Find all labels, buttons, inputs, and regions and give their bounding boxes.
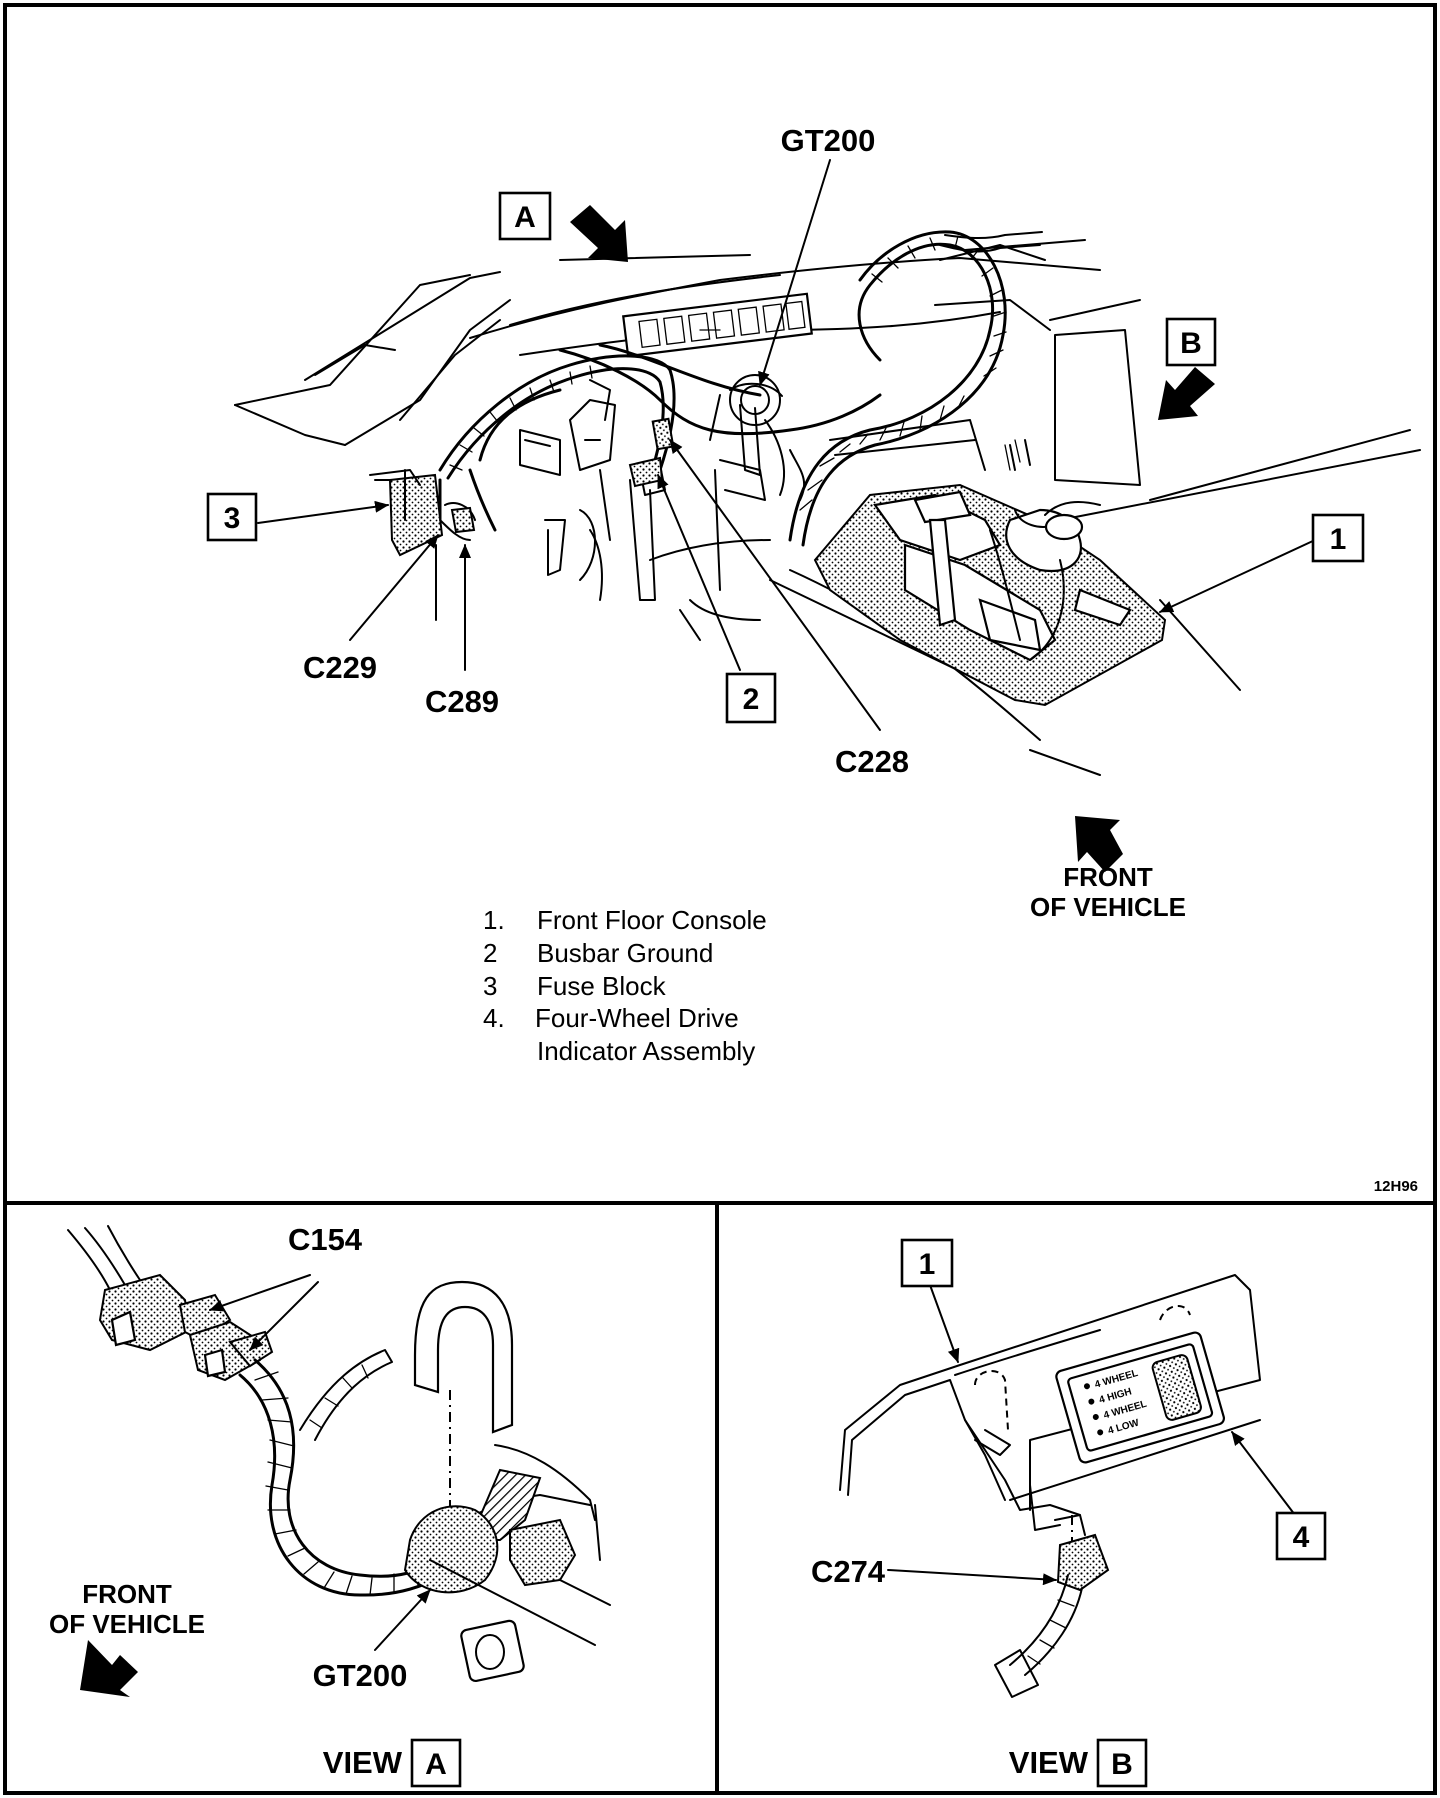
callout-gt200-view-a: GT200 xyxy=(313,1658,408,1693)
svg-text:B: B xyxy=(1111,1748,1133,1781)
legend-item: 1. Front Floor Console xyxy=(483,905,767,935)
svg-text:Busbar Ground: Busbar Ground xyxy=(537,938,713,968)
number-box-1-view-b: 1 xyxy=(900,1238,954,1288)
svg-text:A: A xyxy=(514,201,536,234)
legend: 1. Front Floor Console 2 Busbar Ground 3… xyxy=(483,905,767,1066)
legend-item: 3 Fuse Block xyxy=(483,971,667,1001)
front-of-vehicle-view-a: FRONT OF VEHICLE xyxy=(49,1579,205,1639)
view-box-a-top: A xyxy=(498,191,552,241)
legend-item: 4. Four-Wheel Drive xyxy=(483,1003,739,1033)
number-box-2-top: 2 xyxy=(725,672,777,724)
front-of-vehicle-top: FRONT OF VEHICLE xyxy=(1030,862,1186,922)
svg-text:VIEW: VIEW xyxy=(323,1745,403,1780)
panel-frames xyxy=(3,3,1437,1795)
svg-text:Fuse Block: Fuse Block xyxy=(537,971,667,1001)
view-a-illustration xyxy=(67,1225,611,1683)
svg-text:FRONT: FRONT xyxy=(1063,862,1153,892)
svg-text:3: 3 xyxy=(224,502,241,535)
callout-c289: C289 xyxy=(425,684,499,719)
top-callouts: GT200 C229 C289 C228 A B 1 2 3 FRONT OF … xyxy=(206,123,1365,922)
svg-text:FRONT: FRONT xyxy=(82,1579,172,1609)
svg-text:B: B xyxy=(1180,327,1202,360)
view-b-leaders xyxy=(887,1284,1296,1586)
top-leader-lines xyxy=(257,159,1316,731)
legend-item: 2 Busbar Ground xyxy=(483,938,713,968)
legend-item: Indicator Assembly xyxy=(537,1036,755,1066)
view-a-leaders xyxy=(209,1274,431,1651)
view-a-callouts: C154 GT200 FRONT OF VEHICLE VIEW A xyxy=(49,1222,462,1788)
svg-text:A: A xyxy=(425,1748,447,1781)
view-box-b-top: B xyxy=(1165,317,1217,367)
dashboard-illustration xyxy=(234,230,1421,776)
callout-c154: C154 xyxy=(288,1222,363,1257)
svg-text:1: 1 xyxy=(919,1248,936,1281)
svg-text:Front Floor Console: Front Floor Console xyxy=(537,905,767,935)
svg-text:2: 2 xyxy=(743,683,760,716)
svg-text:2: 2 xyxy=(483,938,497,968)
number-box-4-view-b: 4 xyxy=(1275,1511,1327,1561)
callout-gt200-top: GT200 xyxy=(781,123,876,158)
callout-c274: C274 xyxy=(811,1554,886,1589)
view-b-callouts: 1 4 C274 VIEW B xyxy=(811,1238,1327,1788)
number-box-3-top: 3 xyxy=(206,492,258,542)
svg-text:OF VEHICLE: OF VEHICLE xyxy=(49,1609,205,1639)
svg-text:OF VEHICLE: OF VEHICLE xyxy=(1030,892,1186,922)
svg-text:VIEW: VIEW xyxy=(1009,1745,1089,1780)
svg-text:1: 1 xyxy=(1330,523,1347,556)
callout-c228: C228 xyxy=(835,744,909,779)
view-arrows xyxy=(80,205,1215,1697)
svg-text:Four-Wheel Drive: Four-Wheel Drive xyxy=(535,1003,739,1033)
svg-text:Indicator Assembly: Indicator Assembly xyxy=(537,1036,755,1066)
svg-text:1.: 1. xyxy=(483,905,505,935)
svg-text:4: 4 xyxy=(1293,1521,1310,1554)
figure-id: 12H96 xyxy=(1374,1178,1418,1195)
callout-c229: C229 xyxy=(303,650,377,685)
svg-text:4.: 4. xyxy=(483,1003,505,1033)
view-b-illustration: 4 WHEEL 4 HIGH 4 WHEEL 4 LOW xyxy=(839,1274,1261,1698)
view-a-title: VIEW A xyxy=(323,1738,462,1788)
number-box-1-top: 1 xyxy=(1311,513,1365,563)
svg-text:3: 3 xyxy=(483,971,497,1001)
view-b-title: VIEW B xyxy=(1009,1738,1148,1788)
